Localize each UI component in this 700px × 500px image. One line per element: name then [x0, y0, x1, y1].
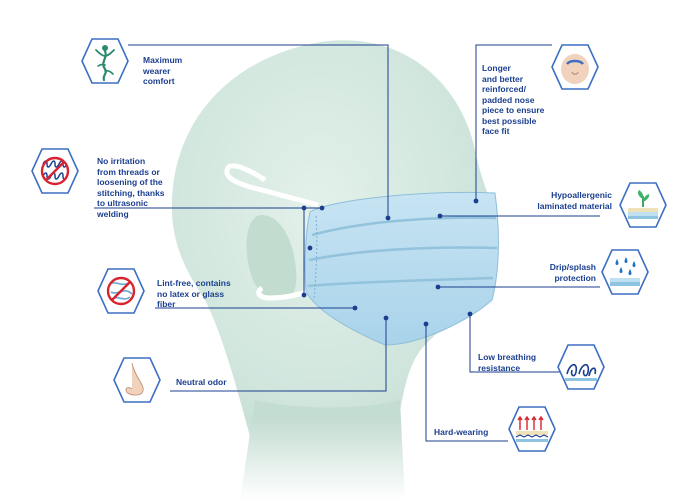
neck-fade [200, 420, 460, 500]
label-drip-splash: Drip/splash protection [549, 262, 596, 283]
leader-nose-piece [475, 44, 552, 201]
fibers-crossed-icon [96, 266, 146, 316]
label-no-irritation: No irritation from threads or loosening … [97, 156, 165, 219]
mask-pleat-3 [307, 276, 494, 288]
dot-comfort [385, 215, 391, 221]
mask-pleat-1 [311, 216, 497, 237]
label-hypoallergenic: Hypoallergenic laminated material [537, 190, 612, 211]
dot-lint-free [352, 305, 358, 311]
leader-odor [170, 318, 387, 392]
label-nose-piece: Longer and better reinforced/ padded nos… [482, 63, 545, 136]
label-odor: Neutral odor [176, 377, 227, 387]
leader-comfort [128, 44, 389, 218]
stitching-crossed-icon [30, 146, 80, 196]
ear-shape [246, 215, 297, 300]
label-lint-free: Lint-free, contains no latex or glass fi… [157, 278, 231, 309]
droplets-icon [600, 247, 650, 297]
dot-odor [383, 315, 389, 321]
leader-dots [301, 198, 479, 327]
label-hard-wearing: Hard-wearing [434, 427, 489, 437]
leader-breathing [469, 314, 560, 373]
sprout-layers-icon [618, 180, 668, 230]
dot-ear-loop-upper [301, 205, 307, 211]
nose-piece-icon [550, 42, 600, 92]
airflow-icon [556, 342, 606, 392]
dot-nose-piece [473, 198, 479, 204]
durability-icon [507, 404, 557, 454]
leader-hard-wearing [425, 324, 508, 442]
leader-lines [94, 44, 600, 442]
person-stretch-icon [80, 36, 130, 86]
mask-seam [313, 215, 318, 301]
dot-ear-loop-lower [301, 292, 307, 298]
dot-mask-edge [307, 245, 313, 251]
nose-odor-icon [112, 355, 162, 405]
mask-pleat-2 [308, 246, 498, 262]
ear-loop-upper [224, 163, 319, 208]
dot-drip-splash [435, 284, 441, 290]
label-breathing: Low breathing resistance [478, 352, 537, 373]
dot-breathing [467, 311, 473, 317]
label-comfort: Maximum wearer comfort [143, 55, 183, 86]
dot-no-irritation [319, 205, 325, 211]
dot-hard-wearing [423, 321, 429, 327]
dot-hypoallergenic [437, 213, 443, 219]
